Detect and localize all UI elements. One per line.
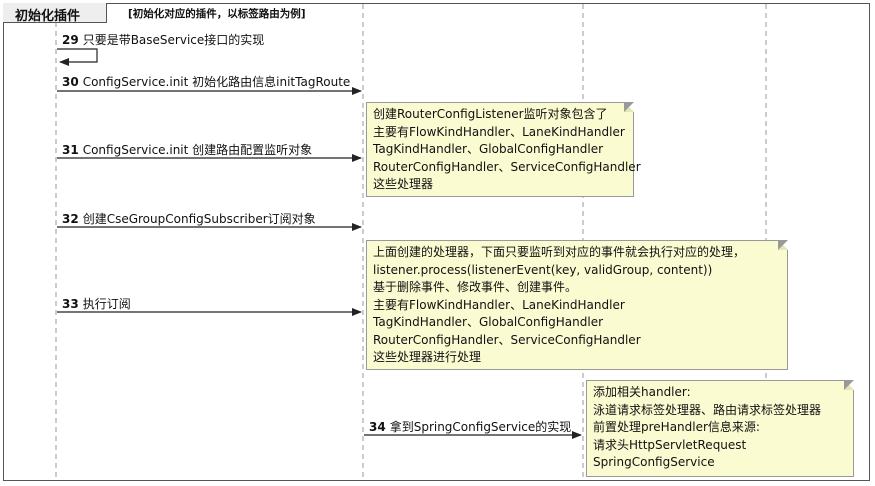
message-label: 拿到SpringConfigService的实现 bbox=[389, 420, 572, 434]
fragment-frame bbox=[3, 3, 870, 481]
message-number: 33 bbox=[62, 297, 79, 311]
note-line: 主要有FlowKindHandler、LaneKindHandler bbox=[373, 124, 625, 139]
message-label: 执行订阅 bbox=[82, 297, 131, 311]
message-number: 29 bbox=[62, 33, 79, 47]
message-29-arrow bbox=[57, 48, 98, 66]
note-line: 泳道请求标签处理器、路由请求标签处理器 bbox=[593, 402, 822, 417]
note-line: 前置处理preHandler信息来源: bbox=[593, 420, 760, 434]
note-line: 创建RouterConfigListener监听对象包含了 bbox=[373, 107, 608, 121]
note-line: listener.process(listenerEvent(key, vali… bbox=[373, 262, 713, 277]
message-number: 30 bbox=[62, 75, 79, 89]
fragment-condition: [初始化对应的插件，以标签路由为例] bbox=[128, 8, 306, 20]
fragment-tab: 初始化插件 bbox=[3, 3, 107, 24]
message-number: 31 bbox=[62, 143, 79, 157]
note-line: 主要有FlowKindHandler、LaneKindHandler bbox=[373, 297, 625, 312]
message-label: ConfigService.init 初始化路由信息initTagRoute bbox=[82, 75, 351, 89]
note-fold bbox=[844, 380, 854, 390]
note-1: 创建RouterConfigListener监听对象包含了 主要有FlowKin… bbox=[366, 102, 641, 197]
note-3: 添加相关handler: 泳道请求标签处理器、路由请求标签处理器 前置处理pre… bbox=[586, 380, 854, 477]
message-label: ConfigService.init 创建路由配置监听对象 bbox=[82, 143, 313, 157]
note-line: 上面创建的处理器，下面只要监听到对应的事件就会执行对应的处理， bbox=[373, 245, 746, 259]
note-line: SpringConfigService bbox=[593, 455, 715, 469]
note-2: 上面创建的处理器，下面只要监听到对应的事件就会执行对应的处理， listener… bbox=[366, 240, 788, 370]
message-number: 34 bbox=[369, 420, 386, 434]
note-line: TagKindHandler、GlobalConfigHandler bbox=[373, 142, 604, 156]
fragment-tab-label: 初始化插件 bbox=[15, 9, 81, 24]
note-fold bbox=[624, 102, 634, 112]
note-line: 这些处理器进行处理 bbox=[373, 350, 482, 364]
note-line: 请求头HttpServletRequest bbox=[593, 437, 747, 452]
note-line: TagKindHandler、GlobalConfigHandler bbox=[373, 315, 604, 329]
message-number: 32 bbox=[62, 212, 79, 226]
message-label: 只要是带BaseService接口的实现 bbox=[82, 33, 265, 47]
note-line: 基于删除事件、修改事件、创建事件。 bbox=[373, 280, 578, 294]
note-line: RouterConfigHandler、ServiceConfigHandler bbox=[373, 159, 641, 174]
note-line: 这些处理器 bbox=[373, 177, 434, 191]
note-line: RouterConfigHandler、ServiceConfigHandler bbox=[373, 332, 641, 347]
message-label: 创建CseGroupConfigSubscriber订阅对象 bbox=[82, 212, 316, 226]
note-line: 添加相关handler: bbox=[593, 385, 691, 399]
note-fold bbox=[778, 240, 788, 250]
